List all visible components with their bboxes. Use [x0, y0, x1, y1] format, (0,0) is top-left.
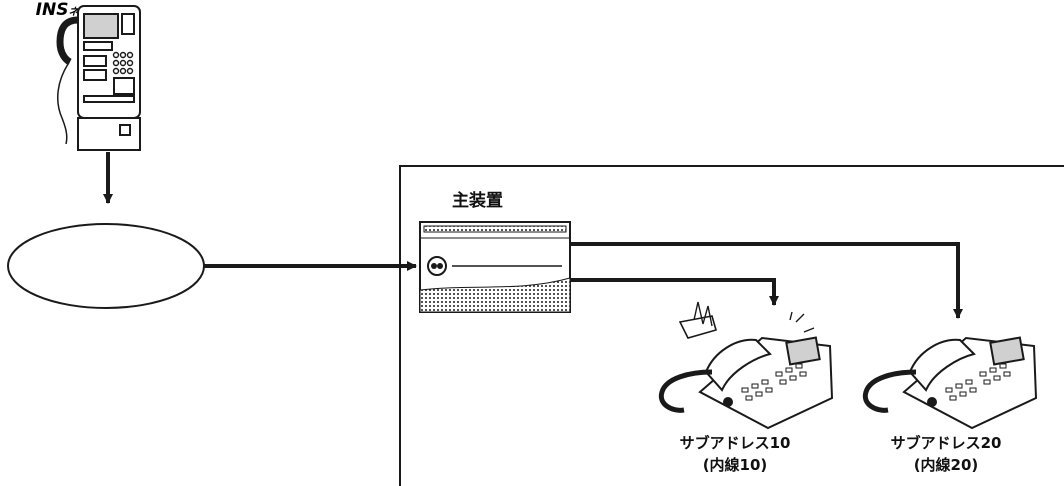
phone-extension: (内線10)	[702, 456, 768, 474]
arrow-main-to-phone-10	[570, 278, 779, 306]
main-unit-label: 主装置	[452, 191, 503, 211]
arrow-main-to-phone-20	[570, 242, 963, 319]
network-ellipse	[7, 223, 205, 309]
phone-address: サブアドレス10	[679, 434, 791, 452]
phone-extension: (内線20)	[913, 456, 979, 474]
network-name-main: INS	[35, 0, 69, 20]
premises-boundary	[399, 165, 1064, 486]
phone-label-20: サブアドレス20 (内線20)	[876, 432, 1016, 476]
payphone-icon	[56, 5, 141, 151]
telephone-icon	[862, 336, 1038, 430]
telephone-icon-ringing	[658, 301, 834, 430]
phone-address: サブアドレス20	[890, 434, 1002, 452]
phone-label-10: サブアドレス10 (内線10)	[665, 432, 805, 476]
main-unit-icon	[419, 221, 571, 313]
